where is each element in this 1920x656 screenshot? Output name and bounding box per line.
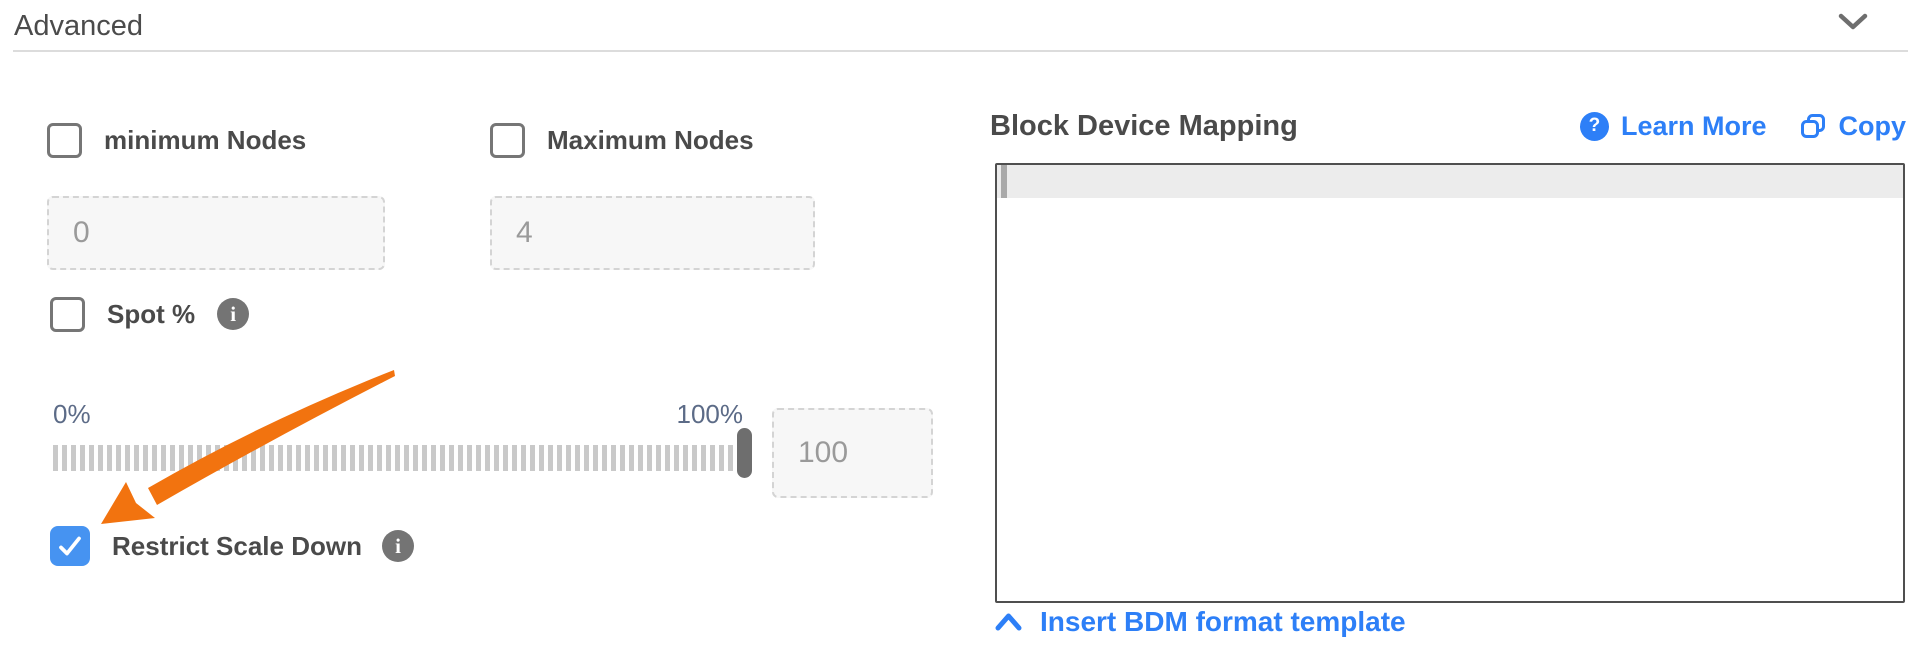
chevron-up-icon bbox=[995, 613, 1022, 631]
maximum-nodes-checkbox[interactable] bbox=[490, 122, 525, 158]
editor-cursor bbox=[1001, 165, 1007, 198]
restrict-scale-down-checkbox[interactable] bbox=[50, 526, 90, 566]
bdm-links: ? Learn More Copy bbox=[1579, 110, 1907, 142]
spot-percent-slider-handle[interactable] bbox=[737, 428, 752, 478]
restrict-scale-down-row: Restrict Scale Down i bbox=[50, 526, 414, 566]
spot-percent-value-input[interactable] bbox=[772, 408, 933, 498]
maximum-nodes-input[interactable] bbox=[490, 196, 815, 270]
spot-percent-slider-track[interactable] bbox=[53, 445, 755, 471]
spot-percent-row: Spot % i bbox=[50, 294, 250, 334]
editor-active-line bbox=[997, 165, 1903, 198]
bdm-title: Block Device Mapping bbox=[990, 109, 1298, 142]
collapse-section-button[interactable] bbox=[1838, 12, 1868, 34]
header-divider bbox=[13, 50, 1908, 52]
learn-more-label: Learn More bbox=[1620, 110, 1767, 141]
restrict-info-icon[interactable]: i bbox=[381, 530, 414, 562]
bdm-editor[interactable] bbox=[995, 163, 1905, 603]
spot-percent-label: Spot % bbox=[107, 298, 196, 329]
minimum-nodes-input[interactable] bbox=[47, 196, 385, 270]
insert-bdm-template-label: Insert BDM format template bbox=[1040, 606, 1406, 637]
maximum-nodes-row: Maximum Nodes bbox=[490, 120, 754, 160]
restrict-scale-down-label: Restrict Scale Down bbox=[112, 530, 362, 561]
question-mark-icon: ? bbox=[1579, 111, 1609, 141]
slider-max-label: 100% bbox=[676, 399, 744, 429]
minimum-nodes-row: minimum Nodes bbox=[47, 120, 306, 160]
copy-button[interactable]: Copy bbox=[1799, 110, 1907, 142]
insert-bdm-template-link[interactable]: Insert BDM format template bbox=[995, 606, 1406, 638]
slider-min-label: 0% bbox=[53, 399, 91, 429]
spot-percent-checkbox[interactable] bbox=[50, 296, 85, 332]
section-title-advanced: Advanced bbox=[14, 10, 143, 42]
spot-info-icon[interactable]: i bbox=[217, 298, 250, 330]
minimum-nodes-checkbox[interactable] bbox=[47, 122, 82, 158]
maximum-nodes-label: Maximum Nodes bbox=[547, 124, 754, 155]
copy-icon bbox=[1800, 114, 1825, 138]
learn-more-link[interactable]: ? Learn More bbox=[1579, 110, 1767, 142]
chevron-down-icon bbox=[1838, 13, 1868, 30]
bdm-header: Block Device Mapping ? Learn More Copy bbox=[990, 104, 1906, 148]
copy-label: Copy bbox=[1838, 110, 1907, 141]
checkmark-icon bbox=[59, 536, 81, 556]
minimum-nodes-label: minimum Nodes bbox=[104, 124, 307, 155]
